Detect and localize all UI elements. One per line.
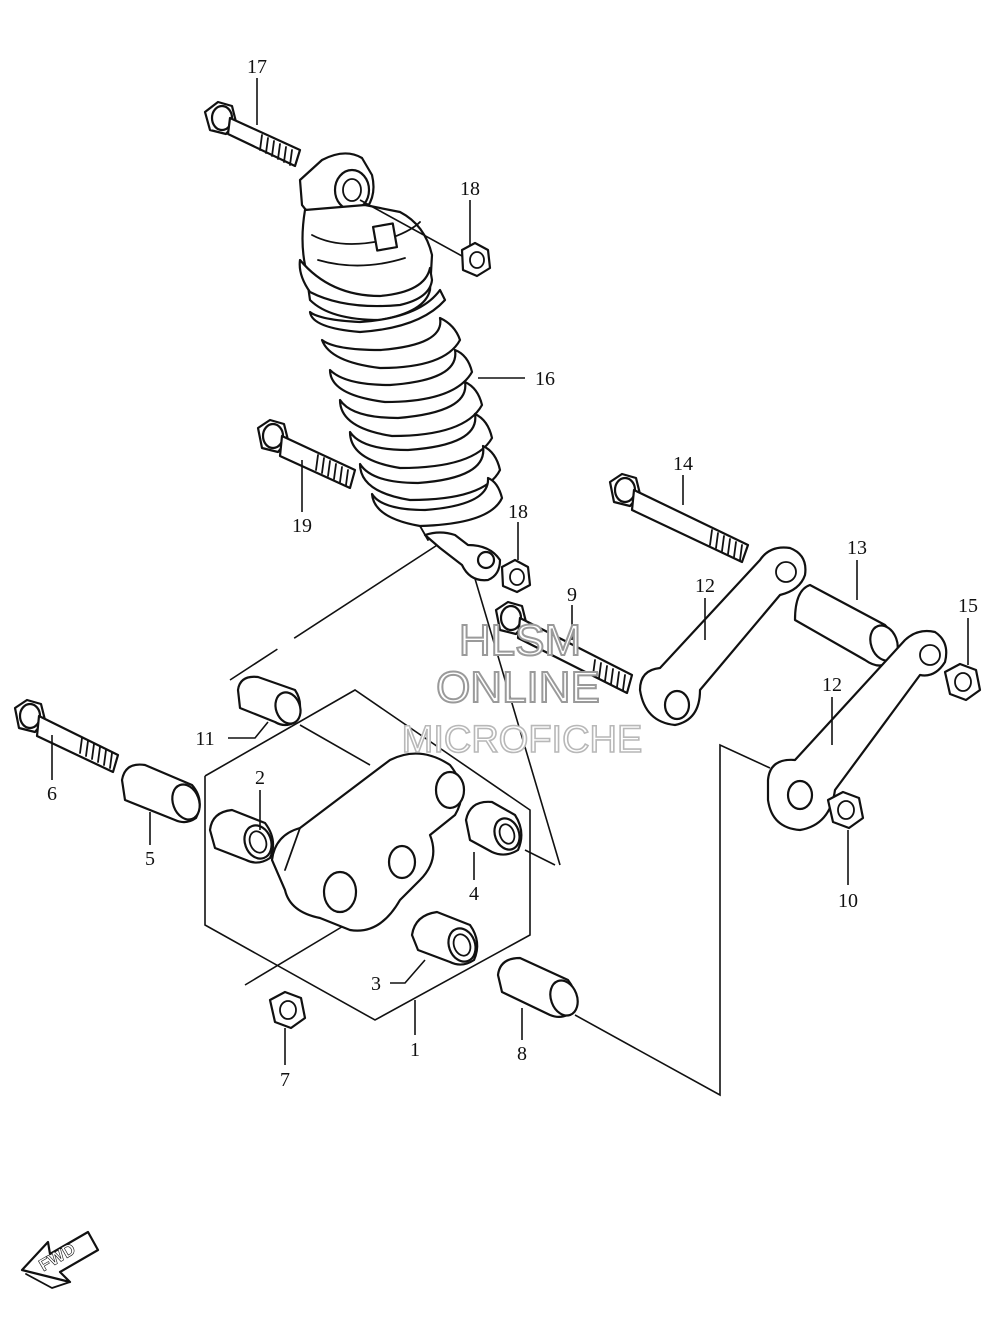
callout-16: 16 <box>535 368 555 390</box>
bolt-9 <box>494 600 634 695</box>
callout-11: 11 <box>195 728 214 750</box>
bolt-6 <box>13 698 120 774</box>
bearing-3 <box>410 910 479 966</box>
bolt-14 <box>608 472 750 564</box>
callout-1: 1 <box>410 1039 420 1061</box>
nut-15 <box>943 662 982 702</box>
callout-2: 2 <box>255 767 265 789</box>
nut-10 <box>826 790 865 830</box>
watermark-line-3: MICROFICHE <box>402 719 643 761</box>
callout-labels: 17 18 16 19 18 9 14 12 13 15 12 10 11 6 … <box>47 56 978 1091</box>
assembly-outline-lines <box>204 539 771 1097</box>
callout-8: 8 <box>517 1043 527 1065</box>
spacer-13 <box>793 583 899 667</box>
rear-shock-absorber <box>298 152 504 582</box>
spacer-8 <box>496 956 579 1019</box>
watermark-line-2: ONLINE <box>436 663 600 712</box>
callout-13: 13 <box>847 537 867 559</box>
callout-5: 5 <box>145 848 155 870</box>
callout-7: 7 <box>280 1069 290 1091</box>
bolt-19 <box>256 418 357 490</box>
callout-10: 10 <box>838 890 858 912</box>
callout-3: 3 <box>371 973 381 995</box>
callout-12-lower: 12 <box>822 674 842 696</box>
watermark-line-1: HLSM <box>459 616 581 665</box>
callout-17: 17 <box>247 56 267 78</box>
watermark: HLSM ONLINE MICROFICHE <box>401 615 643 762</box>
callout-9: 9 <box>567 584 577 606</box>
spacer-11 <box>236 675 302 727</box>
callout-18-lower: 18 <box>508 501 528 523</box>
callout-18-upper: 18 <box>460 178 480 200</box>
fwd-arrow-icon: FWD <box>20 1230 100 1289</box>
spacer-5 <box>120 763 201 824</box>
bearing-4 <box>464 800 523 856</box>
callout-15: 15 <box>958 595 978 617</box>
callout-19: 19 <box>292 515 312 537</box>
callout-12-upper: 12 <box>695 575 715 597</box>
bearing-2 <box>208 808 275 864</box>
callout-6: 6 <box>47 783 57 805</box>
callout-leader-lines <box>51 78 969 1065</box>
nut-18-lower <box>500 558 532 594</box>
bolt-17 <box>203 100 302 168</box>
tie-rod-12-upper <box>638 546 807 727</box>
cushion-lever-1 <box>270 752 466 932</box>
tie-rod-12-lower <box>766 629 948 832</box>
callout-4: 4 <box>469 883 479 905</box>
callout-14: 14 <box>673 453 693 475</box>
nut-7 <box>268 990 307 1030</box>
nut-18-upper <box>359 199 492 278</box>
